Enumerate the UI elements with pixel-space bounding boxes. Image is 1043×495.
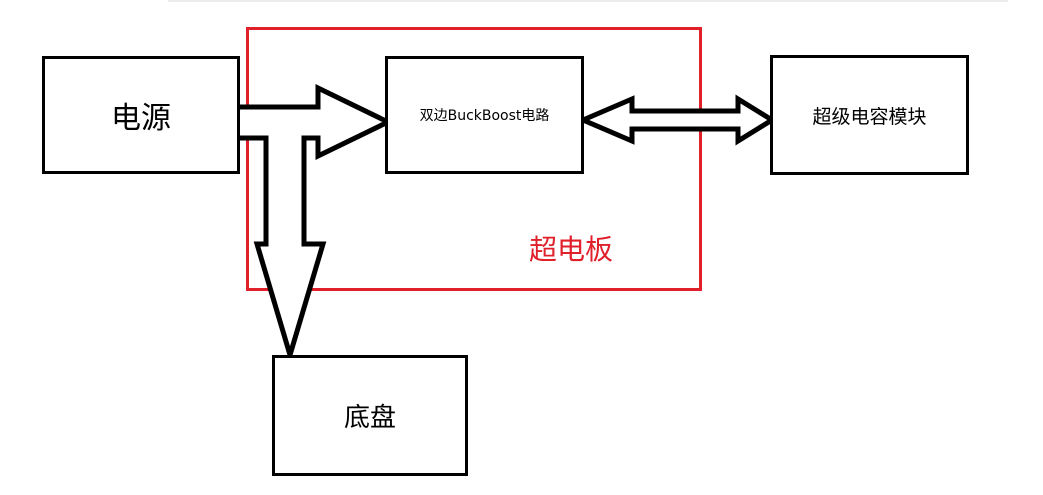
supercapacitor-module-node: 超级电容模块 [770, 55, 969, 175]
bidirectional-buckboost-node: 双边BuckBoost电路 [385, 56, 584, 174]
power-to-converter-and-chassis-arrow [240, 84, 394, 364]
power-source-node: 电源 [42, 56, 240, 174]
power-source-label: 电源 [111, 101, 171, 136]
supercapacitor-module-label: 超级电容模块 [812, 105, 927, 128]
chassis-label: 底盘 [343, 403, 396, 433]
top-divider [168, 0, 1008, 2]
super-cap-board-region [246, 27, 702, 291]
chassis-node: 底盘 [272, 355, 468, 476]
converter-supercap-bidirectional-arrow [576, 94, 777, 146]
bidirectional-buckboost-label: 双边BuckBoost电路 [419, 108, 550, 124]
super-cap-board-label: 超电板 [529, 233, 614, 266]
